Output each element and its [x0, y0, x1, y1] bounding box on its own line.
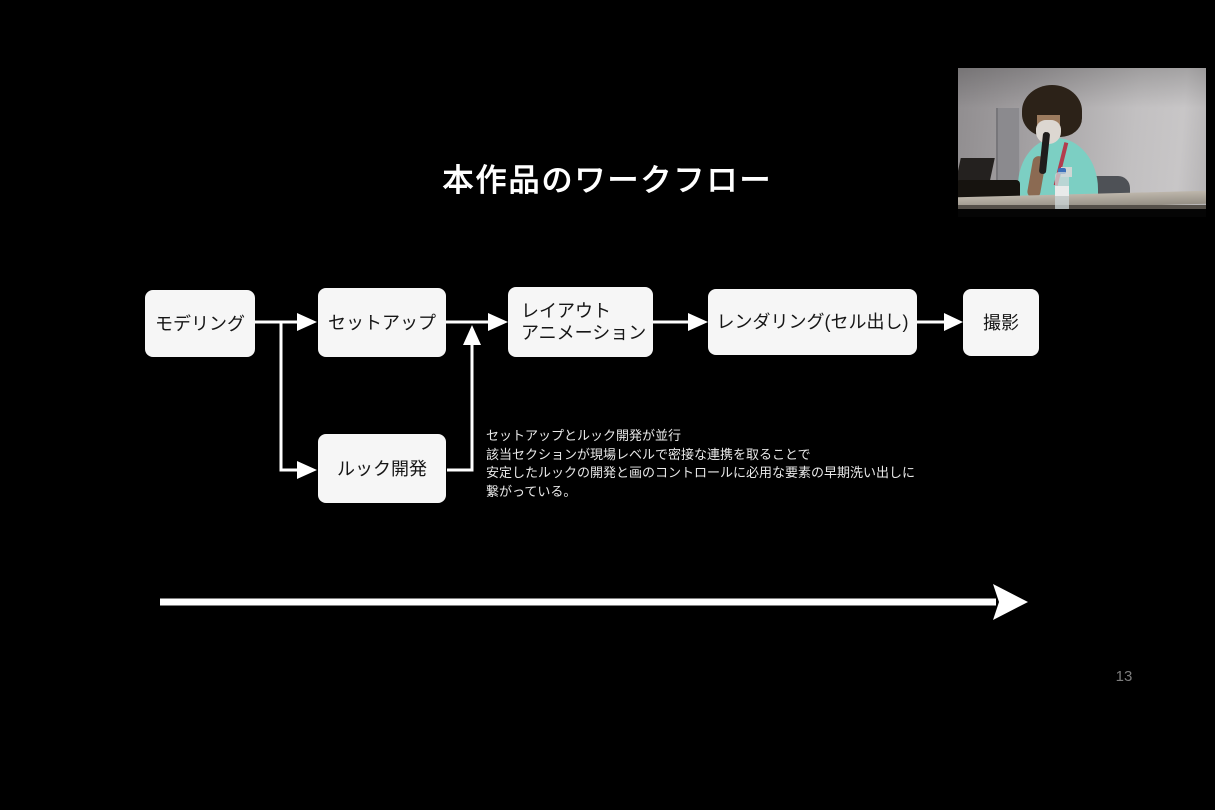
water-bottle-cap	[1058, 168, 1066, 174]
table-edge-shadow	[958, 205, 1206, 211]
flow-box-modeling: モデリング	[145, 290, 255, 357]
annotation-line: 該当セクションが現場レベルで密接な連携を取ることで	[486, 446, 811, 462]
flow-box-label: セットアップ	[328, 312, 436, 333]
annotation-line: セットアップとルック開発が並行	[486, 428, 682, 443]
webcam-wall-shade	[958, 68, 1206, 108]
flow-box-setup: セットアップ	[318, 288, 446, 357]
webcam-overlay	[958, 68, 1206, 217]
annotation-line: 繋がっている。	[486, 484, 577, 500]
flow-box-label: モデリング	[155, 313, 245, 334]
annotation-text: セットアップとルック開発が並行 該当セクションが現場レベルで密接な連携を取ること…	[486, 427, 956, 502]
flow-box-layout-animation: レイアウト アニメーション	[508, 287, 653, 357]
flow-box-look-development: ルック開発	[318, 434, 446, 503]
flow-box-label: 撮影	[983, 312, 1019, 333]
page-number: 13	[1115, 668, 1133, 685]
timeline-arrow	[160, 584, 1028, 620]
flow-box-rendering: レンダリング(セル出し)	[708, 289, 917, 355]
flow-box-label: レンダリング(セル出し)	[716, 312, 909, 332]
flow-box-label: ルック開発	[337, 458, 427, 479]
water-bottle-label	[1055, 186, 1069, 196]
flow-box-label: レイアウト アニメーション	[521, 301, 647, 343]
annotation-line: 安定したルックの開発と画のコントロールに必用な要素の早期洗い出しに	[486, 465, 916, 481]
webcam-bottom-bar	[958, 209, 1206, 217]
slide-title: 本作品のワークフロー	[442, 163, 773, 198]
flow-box-shooting: 撮影	[963, 289, 1039, 356]
